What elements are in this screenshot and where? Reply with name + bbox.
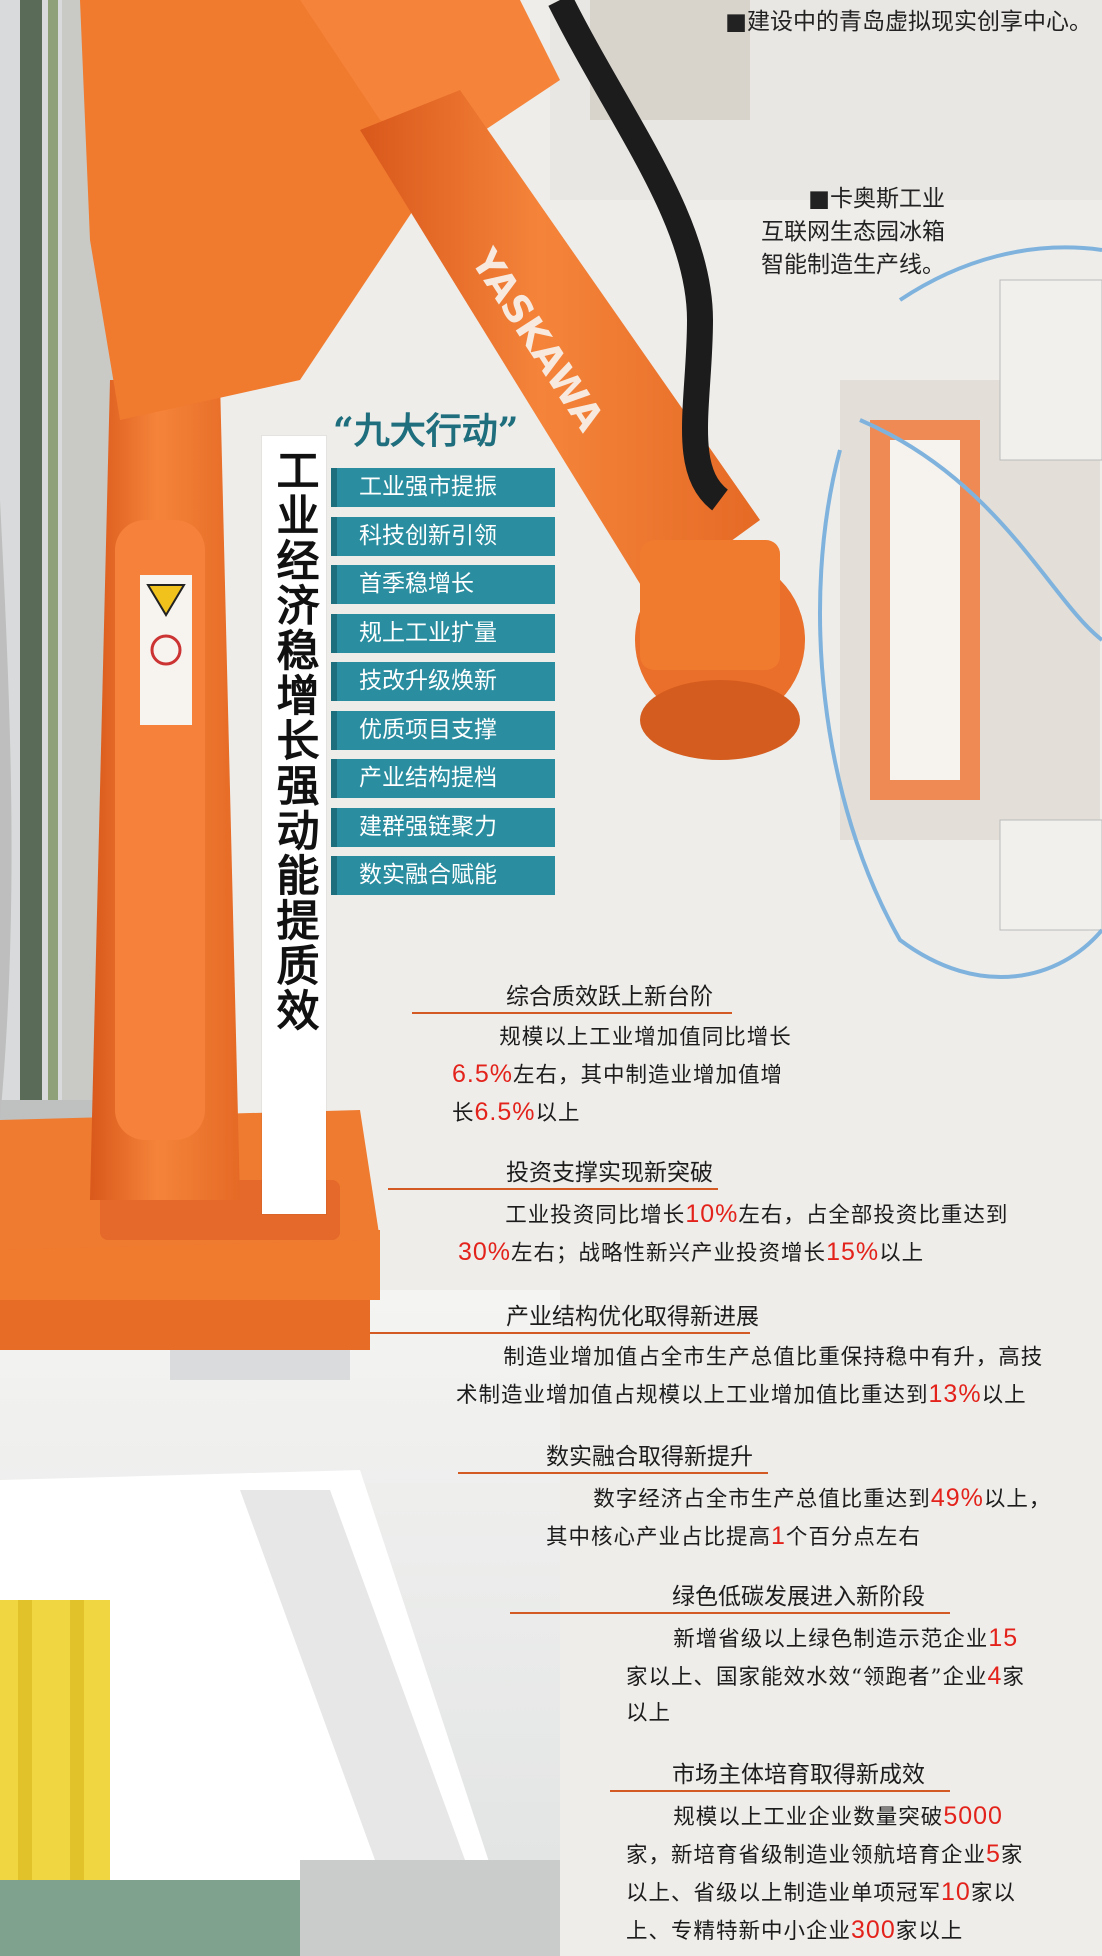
action-item: 优质项目支撑 xyxy=(331,710,555,750)
goal-line: 数字经济占全市生产总值比重达到49%以上， xyxy=(546,1480,1093,1518)
highlight-number: 5 xyxy=(986,1840,1001,1868)
highlight-number: 4 xyxy=(987,1662,1003,1690)
goal-text: 家以上 xyxy=(895,1919,964,1944)
highlight-number: 300 xyxy=(851,1916,896,1944)
goal-text: 制造业增加值占全市生产总值比重保持稳中有升，高技 xyxy=(503,1345,1044,1370)
main-title-panel: 工业经济稳增长强动能提质效 xyxy=(262,436,326,1214)
goal-heading-text: 绿色低碳发展进入新阶段 xyxy=(672,1584,925,1610)
highlight-number: 10% xyxy=(685,1200,739,1228)
nine-actions-list: 工业强市提振 科技创新引领 首季稳增长 规上工业扩量 技改升级焕新 优质项目支撑… xyxy=(331,468,555,905)
action-item: 建群强链聚力 xyxy=(331,807,555,847)
goal-body: 数字经济占全市生产总值比重达到49%以上，其中核心产业占比提高1个百分点左右 xyxy=(458,1480,1093,1556)
goal-text: 左右；战略性新兴产业投资增长 xyxy=(511,1241,827,1266)
goal-text: 家，新培育省级制造业领航培育企业 xyxy=(626,1843,987,1868)
main-title: 工业经济稳增长强动能提质效 xyxy=(269,448,319,1033)
goal-heading-text: 产业结构优化取得新进展 xyxy=(506,1304,759,1330)
goal-text: 家以上、国家能效水效“领跑者”企业 xyxy=(626,1665,988,1690)
goal-text: 长 xyxy=(452,1101,475,1126)
goal-text: 其中核心产业占比提高 xyxy=(546,1525,772,1550)
goal-heading-text: 数实融合取得新提升 xyxy=(546,1444,753,1470)
goal-text: 以上、省级以上制造业单项冠军 xyxy=(626,1881,942,1906)
highlight-number: 1 xyxy=(771,1522,786,1550)
highlight-number: 49% xyxy=(930,1484,984,1512)
goal-text: 工业投资同比增长 xyxy=(505,1203,686,1228)
goal-heading-text: 投资支撑实现新突破 xyxy=(506,1160,713,1186)
goal-text: 左右，其中制造业增加值增 xyxy=(512,1063,783,1088)
highlight-number: 10 xyxy=(941,1878,971,1906)
action-item: 技改升级焕新 xyxy=(331,662,555,701)
goal-line: 制造业增加值占全市生产总值比重保持稳中有升，高技 xyxy=(456,1340,1090,1376)
highlight-number: 6.5% xyxy=(452,1060,513,1088)
goal-line: 长6.5%以上 xyxy=(452,1094,1092,1132)
goal-heading-text: 综合质效跃上新台阶 xyxy=(506,984,713,1010)
goal-line: 其中核心产业占比提高1个百分点左右 xyxy=(546,1518,1093,1556)
goal-heading: 市场主体培育取得新成效 xyxy=(610,1758,1095,1792)
goal-text: 家以 xyxy=(970,1881,1016,1906)
goal-block: 产业结构优化取得新进展 制造业增加值占全市生产总值比重保持稳中有升，高技术制造业… xyxy=(370,1300,1090,1414)
goal-body: 制造业增加值占全市生产总值比重保持稳中有升，高技术制造业增加值占规模以上工业增加… xyxy=(370,1340,1090,1414)
goal-text: 以上， xyxy=(983,1487,1052,1512)
highlight-number: 6.5% xyxy=(474,1098,536,1126)
goal-line: 家以上、国家能效水效“领跑者”企业4家 xyxy=(626,1658,1090,1696)
highlight-number: 15% xyxy=(826,1238,880,1266)
goal-line: 新增省级以上绿色制造示范企业15 xyxy=(626,1620,1090,1658)
action-item: 工业强市提振 xyxy=(331,468,555,507)
goal-text: 上、专精特新中小企业 xyxy=(626,1919,852,1944)
goal-heading: 综合质效跃上新台阶 xyxy=(412,980,1092,1014)
highlight-number: 30% xyxy=(458,1238,512,1266)
goal-line: 规模以上工业企业数量突破5000 xyxy=(626,1798,1095,1836)
goal-text: 家 xyxy=(1000,1843,1024,1868)
action-item: 产业结构提档 xyxy=(331,759,555,798)
goal-heading: 绿色低碳发展进入新阶段 xyxy=(510,1580,1090,1614)
goal-line: 家，新培育省级制造业领航培育企业5家 xyxy=(626,1836,1095,1874)
goal-text: 左右，占全部投资比重达到 xyxy=(738,1203,1009,1228)
goal-heading-text: 市场主体培育取得新成效 xyxy=(672,1762,925,1788)
goal-line: 上、专精特新中小企业300家以上 xyxy=(626,1912,1095,1950)
goal-line: 以上、省级以上制造业单项冠军10家以 xyxy=(626,1874,1095,1912)
goal-text: 家 xyxy=(1002,1665,1025,1690)
goal-text: 规模以上工业增加值同比增长 xyxy=(499,1025,792,1050)
photo-caption-top: ■建设中的青岛虚拟现实创享中心。 xyxy=(725,9,1092,35)
goal-line: 6.5%左右，其中制造业增加值增 xyxy=(452,1056,1092,1094)
highlight-number: 15 xyxy=(988,1624,1019,1652)
goal-line: 工业投资同比增长10%左右，占全部投资比重达到 xyxy=(458,1196,1088,1234)
goal-heading: 数实融合取得新提升 xyxy=(458,1440,1093,1474)
action-item: 科技创新引领 xyxy=(331,516,555,556)
goal-block: 数实融合取得新提升 数字经济占全市生产总值比重达到49%以上，其中核心产业占比提… xyxy=(458,1440,1093,1556)
goal-line: 术制造业增加值占规模以上工业增加值比重达到13%以上 xyxy=(456,1376,1090,1414)
goal-text: 新增省级以上绿色制造示范企业 xyxy=(673,1627,989,1652)
action-item: 规上工业扩量 xyxy=(331,613,555,653)
caption-line: 智能制造生产线。 xyxy=(761,252,945,278)
action-item: 数实融合赋能 xyxy=(331,856,555,895)
highlight-number: 13% xyxy=(928,1380,982,1408)
goal-text: 数字经济占全市生产总值比重达到 xyxy=(593,1487,931,1512)
goal-heading: 产业结构优化取得新进展 xyxy=(370,1300,1090,1334)
goal-text: 以上 xyxy=(981,1383,1027,1408)
photo-caption-right: ■卡奥斯工业 互联网生态园冰箱 智能制造生产线。 xyxy=(745,183,945,282)
caption-line: ■卡奥斯工业 xyxy=(808,186,945,212)
highlight-number: 5000 xyxy=(943,1802,1003,1830)
action-item: 首季稳增长 xyxy=(331,565,555,604)
goal-text: 以上 xyxy=(879,1241,925,1266)
goal-line: 以上 xyxy=(626,1696,1090,1732)
goal-text: 个百分点左右 xyxy=(785,1525,921,1550)
goal-text: 以上 xyxy=(626,1701,672,1726)
nine-actions-title: “九大行动” xyxy=(333,410,519,452)
goal-text: 以上 xyxy=(535,1101,581,1126)
goal-text: 规模以上工业企业数量突破 xyxy=(673,1805,944,1830)
caption-line: 互联网生态园冰箱 xyxy=(761,219,945,245)
goal-line: 30%左右；战略性新兴产业投资增长15%以上 xyxy=(458,1234,1088,1272)
goal-line: 规模以上工业增加值同比增长 xyxy=(452,1020,1092,1056)
goal-text: 术制造业增加值占规模以上工业增加值比重达到 xyxy=(456,1383,929,1408)
goal-heading: 投资支撑实现新突破 xyxy=(388,1156,1088,1190)
